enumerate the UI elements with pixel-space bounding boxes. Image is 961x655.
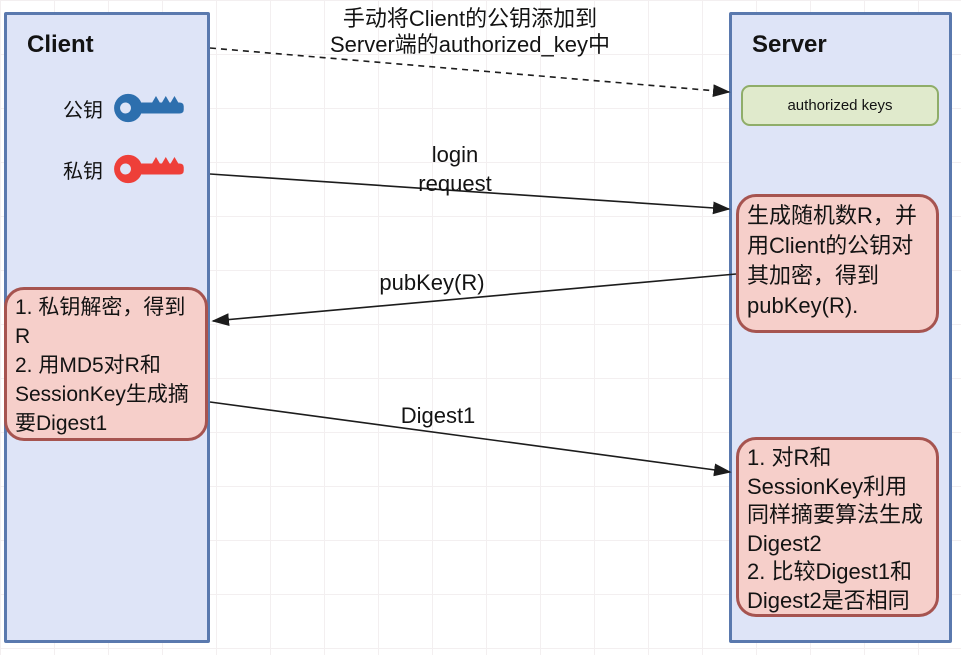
login-request-label-line2: request — [418, 170, 492, 196]
caption: 手动将Client的公钥添加到 Server端的authorized_key中 — [265, 6, 675, 59]
server-verify-note: 1. 对R和SessionKey利用同样摘要算法生成Digest2 2. 比较D… — [736, 437, 939, 617]
server-title: Server — [752, 31, 827, 58]
digest1-label: Digest1 — [400, 403, 476, 428]
client-title: Client — [27, 31, 94, 58]
authorized-keys-label: authorized keys — [787, 97, 893, 114]
private-key-row: 私钥 — [63, 148, 187, 190]
public-key-row: 公钥 — [63, 87, 187, 129]
public-key-label: 公钥 — [63, 99, 103, 122]
login-request-label: login request — [355, 141, 555, 198]
authorized-keys-box: authorized keys — [741, 85, 939, 126]
caption-line-2: Server端的authorized_key中 — [329, 32, 610, 58]
private-key-icon — [114, 154, 184, 184]
private-key-label: 私钥 — [63, 160, 103, 183]
login-request-label-line1: login — [431, 142, 479, 167]
server-generate-note: 生成随机数R，并用Client的公钥对其加密，得到pubKey(R). — [736, 194, 939, 333]
pubkey-r-label: pubKey(R) — [379, 270, 485, 295]
public-key-icon — [114, 93, 184, 123]
caption-line-1: 手动将Client的公钥添加到 — [342, 6, 598, 31]
client-decrypt-note: 1. 私钥解密，得到R 2. 用MD5对R和SessionKey生成摘要Dige… — [4, 287, 208, 441]
